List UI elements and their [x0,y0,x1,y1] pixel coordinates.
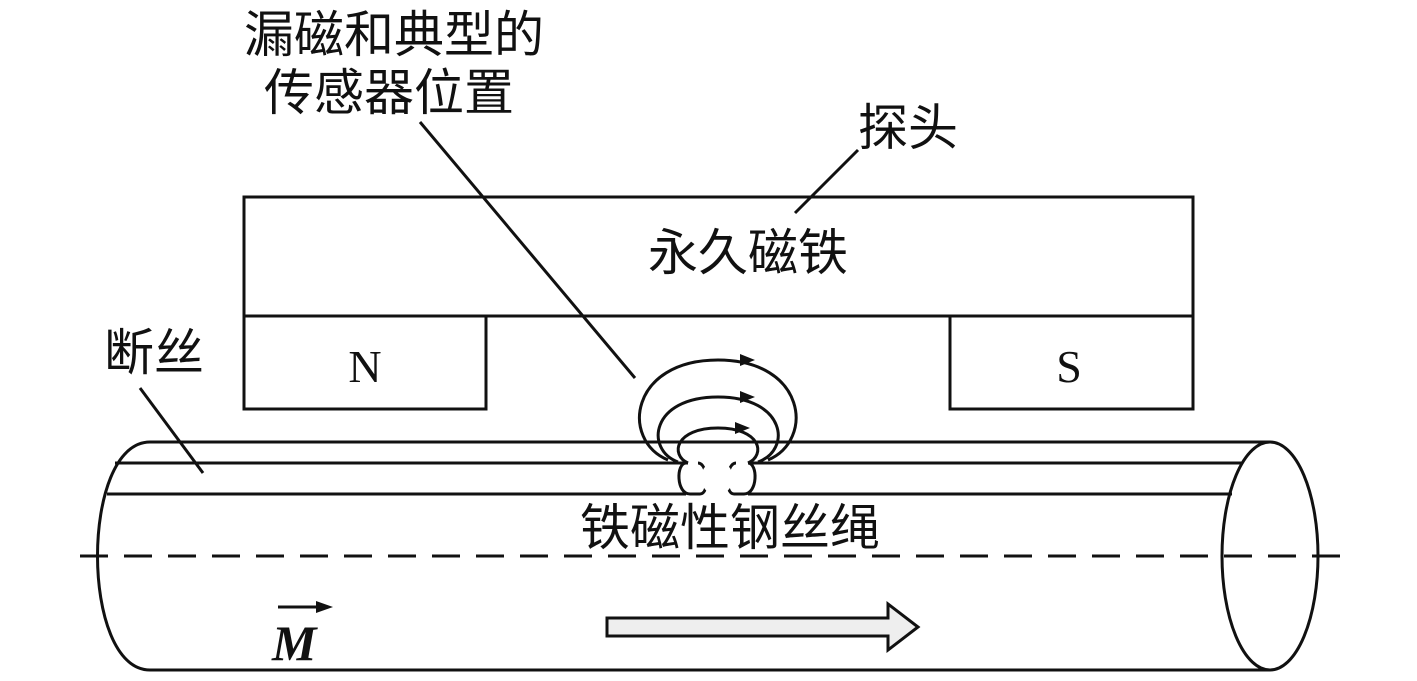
south-pole-label: S [1056,341,1082,392]
probe-label: 探头 [858,99,958,157]
permanent-magnet-label: 永久磁铁 [648,224,848,282]
probe-leader-line [793,148,860,215]
magnetization-arrow [605,600,921,654]
magnetization-label: M [271,615,318,671]
south-pole-block [948,314,1195,411]
north-pole-block [242,314,488,411]
north-pole-label: N [348,341,381,392]
broken-wire-leader-line [138,387,205,474]
ferromagnetic-rope-label: 铁磁性钢丝绳 [580,499,880,557]
flux-arrow-inner [735,422,750,434]
leakage-flux-loop-middle [656,395,780,464]
leakage-flux-loop-inner [676,426,760,465]
vector-arrow-head [316,601,333,613]
leakage-sensor-label-line2: 传感器位置 [264,64,514,122]
permanent-magnet-body [242,195,1195,318]
leakage-flux-loop-outer [638,358,798,462]
flux-arrow-middle [740,391,755,403]
gap-fill [701,461,733,495]
leakage-sensor-label-line1: 漏磁和典型的 [244,6,544,64]
broken-wire-label: 断丝 [104,324,204,382]
flux-arrow-outer [740,354,755,366]
leakage-leader-line [418,121,637,379]
